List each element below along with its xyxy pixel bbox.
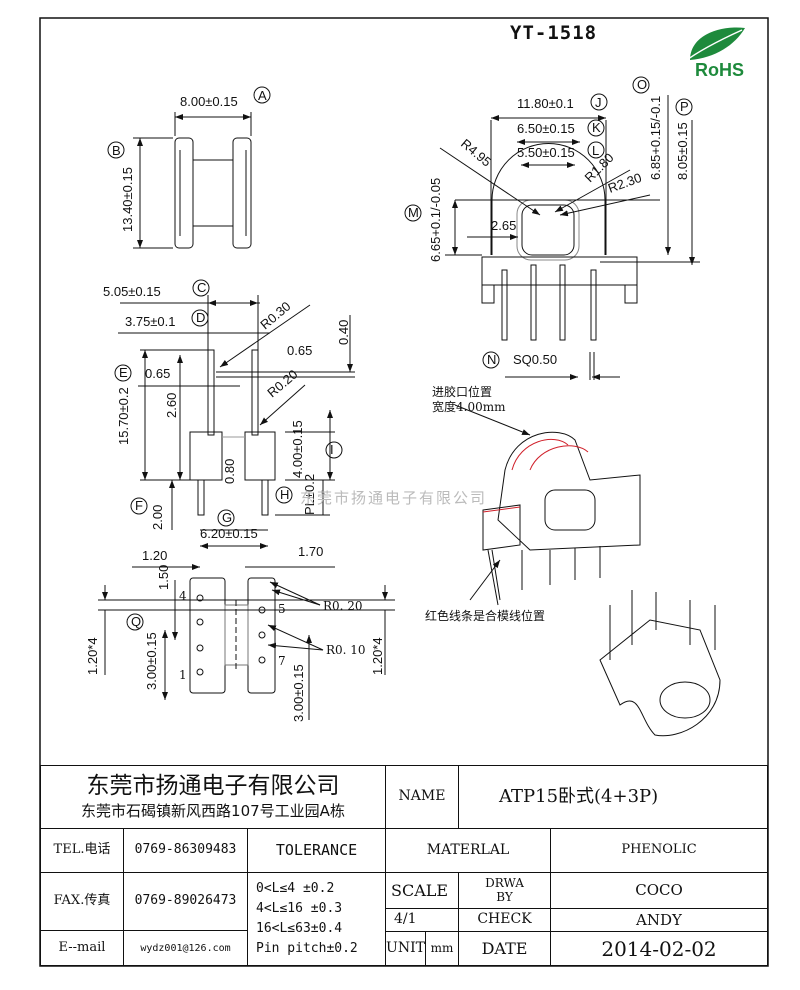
- dim-e: 15.70±0.2: [116, 387, 131, 445]
- dim-r495: R4.95: [458, 136, 494, 170]
- ref-h: H: [280, 487, 289, 502]
- name-value: ATP15卧式(4+3P): [458, 765, 768, 829]
- dim-p: 8.05±0.15: [675, 122, 690, 180]
- drawing-frame: [39, 17, 769, 967]
- dim-040: 0.40: [336, 320, 351, 345]
- dim-m: 6.65+0.1/-0.05: [428, 178, 443, 262]
- name-label: NAME: [385, 765, 459, 829]
- dim-o: 6.85+0.15/-0.1: [648, 96, 663, 180]
- front-view: [404, 76, 700, 380]
- dim-r020-bottom: R0. 20: [323, 599, 363, 613]
- dim-065-right: 0.65: [287, 343, 312, 358]
- dim-l: 5.50±0.15: [517, 145, 575, 160]
- dim-a: 8.00±0.15: [180, 94, 238, 109]
- rohs-logo: RoHS: [683, 27, 745, 80]
- fax-label: FAX.传真: [40, 872, 124, 931]
- ref-d: D: [196, 310, 205, 325]
- mold-line-note: 红色线条是合模线位置: [425, 608, 545, 623]
- ref-g: G: [222, 510, 232, 525]
- unit-value: mm: [425, 931, 459, 966]
- unit-label: UNIT: [385, 931, 426, 966]
- gate-note-1: 进胶口位置: [432, 384, 492, 399]
- part-number: YT-1518: [510, 22, 598, 44]
- side-view: [114, 279, 355, 570]
- iso-view: [454, 404, 721, 737]
- ref-j: J: [595, 95, 602, 110]
- dim-h: PL±0.2: [302, 474, 317, 515]
- email-value: wydz001@126.com: [123, 930, 248, 966]
- dim-265: 2.65: [491, 218, 516, 233]
- dim-n: SQ0.50: [513, 352, 557, 367]
- dim-i: 4.00±0.15: [290, 420, 305, 478]
- dim-170: 1.70: [298, 544, 323, 559]
- ref-c: C: [197, 280, 206, 295]
- company-cell: 东莞市扬通电子有限公司 东莞市石碣镇新风西路107号工业园A栋: [40, 765, 386, 829]
- dim-d: 3.75±0.1: [125, 314, 176, 329]
- dim-120: 1.20: [142, 548, 167, 563]
- dim-b: 13.40±0.15: [120, 167, 135, 232]
- ref-f: F: [135, 498, 143, 513]
- dim-r010-bottom: R0. 10: [326, 643, 366, 657]
- dim-f: 2.00: [150, 505, 165, 530]
- ref-i: I: [330, 442, 334, 457]
- drawn-label: DRWA BY: [458, 872, 551, 909]
- dim-g: 6.20±0.15: [200, 526, 258, 541]
- tolerance-row: 0<L≤4 ±0.2: [256, 881, 335, 896]
- pin-label-1: 1: [179, 668, 187, 682]
- top-view: [107, 86, 271, 249]
- dim-k: 6.50±0.15: [517, 121, 575, 136]
- pin-label-4: 4: [179, 589, 187, 603]
- check-value: ANDY: [550, 908, 768, 932]
- date-label: DATE: [458, 931, 551, 966]
- ref-l: L: [592, 143, 599, 158]
- company-name: 东莞市扬通电子有限公司: [86, 773, 340, 800]
- dim-080: 0.80: [222, 459, 237, 484]
- scale-label: SCALE: [385, 872, 459, 909]
- gate-note-2: 宽度4.00mm: [432, 399, 506, 414]
- company-address: 东莞市石碣镇新风西路107号工业园A栋: [81, 802, 345, 821]
- dim-j: 11.80±0.1: [517, 96, 574, 111]
- dim-r230: R2.30: [606, 170, 644, 196]
- ref-n: N: [487, 352, 496, 367]
- ref-m: M: [408, 205, 419, 220]
- dim-300-left: 3.00±0.15: [144, 632, 159, 690]
- dim-065-left: 0.65: [145, 366, 170, 381]
- fax-value: 0769-89026473: [123, 872, 248, 931]
- dim-300-right: 3.00±0.15: [291, 664, 306, 722]
- bottom-view: [98, 577, 395, 720]
- date-value: 2014-02-02: [550, 931, 768, 966]
- tolerance-row: Pin pitch±0.2: [256, 941, 358, 956]
- tolerance-row: 16<L≤63±0.4: [256, 921, 343, 936]
- pin-label-5: 5: [278, 602, 286, 616]
- tel-label: TEL.电话: [40, 828, 124, 873]
- material-label: MATERLAL: [385, 828, 551, 873]
- dim-150: 1.50: [156, 565, 171, 590]
- svg-text:RoHS: RoHS: [695, 60, 744, 80]
- pin-label-7: 7: [278, 654, 286, 668]
- ref-o: O: [637, 77, 647, 92]
- dim-c: 5.05±0.15: [103, 284, 161, 299]
- check-label: CHECK: [458, 908, 551, 932]
- drawn-value: COCO: [550, 872, 768, 909]
- ref-e: E: [119, 365, 128, 380]
- ref-k: K: [592, 120, 601, 135]
- dim-pitch-right: 1.20*4: [370, 637, 385, 675]
- ref-q: Q: [131, 614, 141, 629]
- dim-r030: R0.30: [257, 299, 293, 333]
- tolerance-label: TOLERANCE: [247, 828, 386, 873]
- ref-b: B: [112, 143, 121, 158]
- tel-value: 0769-86309483: [123, 828, 248, 873]
- tolerance-row: 4<L≤16 ±0.3: [256, 901, 343, 916]
- tolerance-table: 0<L≤4 ±0.2 4<L≤16 ±0.3 16<L≤63±0.4 Pin p…: [247, 872, 386, 966]
- email-label: E--mail: [40, 930, 124, 966]
- ref-a: A: [258, 88, 267, 103]
- dim-260: 2.60: [164, 393, 179, 418]
- ref-p: P: [680, 99, 689, 114]
- watermark: 东莞市扬通电子有限公司: [300, 489, 488, 507]
- scale-value: 4/1: [385, 908, 459, 932]
- dim-pitch-left: 1.20*4: [85, 637, 100, 675]
- material-value: PHENOLIC: [550, 828, 768, 873]
